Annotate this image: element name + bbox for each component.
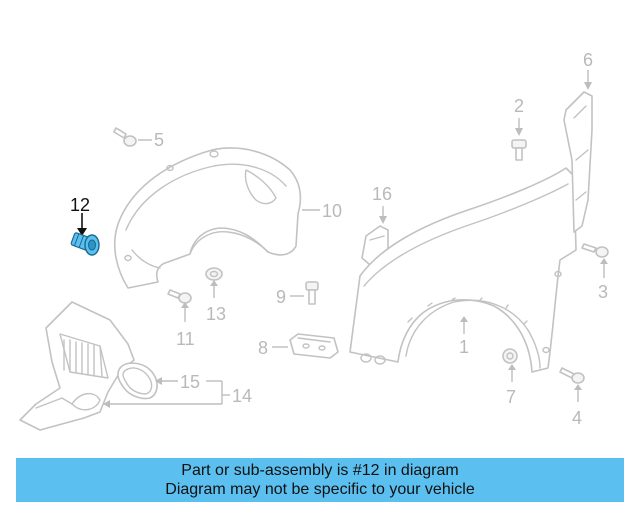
callout-13: 13 [206, 304, 226, 324]
callout-15: 15 [180, 372, 200, 392]
callout-2: 2 [514, 96, 524, 116]
part-5-screw[interactable] [113, 127, 137, 147]
callout-11: 11 [176, 329, 195, 349]
part-3-screw[interactable] [581, 243, 609, 258]
callout-4: 4 [572, 408, 582, 428]
part-9-bolt[interactable] [305, 281, 319, 305]
part-13-nut[interactable] [205, 267, 223, 281]
callout-3: 3 [598, 282, 608, 302]
part-4-screw[interactable] [559, 367, 585, 384]
part-14-lower-shield[interactable] [19, 301, 135, 431]
callout-12: 12 [70, 195, 90, 215]
info-banner: Part or sub-assembly is #12 in diagram D… [16, 458, 624, 502]
callout-10: 10 [322, 201, 342, 221]
part-1-fender[interactable] [349, 167, 577, 373]
part-11-screw[interactable] [167, 289, 192, 304]
callout-9: 9 [276, 287, 286, 307]
callout-14: 14 [232, 386, 252, 406]
banner-line-1: Part or sub-assembly is #12 in diagram [181, 462, 459, 479]
part-10-wheelhouse-liner[interactable] [114, 147, 302, 289]
callout-5: 5 [154, 130, 164, 150]
callout-16: 16 [372, 184, 392, 204]
callout-8: 8 [258, 338, 268, 358]
part-15-seal[interactable] [117, 362, 158, 400]
parts-diagram: 12 5 10 13 11 9 [19, 50, 609, 431]
part-8-bracket[interactable] [289, 333, 339, 359]
part-12-clip[interactable] [70, 213, 100, 256]
callout-6: 6 [583, 50, 593, 70]
part-2-bolt[interactable] [511, 139, 527, 161]
callout-1: 1 [459, 337, 469, 357]
part-6-bracket[interactable] [563, 91, 593, 233]
banner-line-2: Diagram may not be specific to your vehi… [165, 481, 475, 498]
callout-7: 7 [506, 387, 516, 407]
part-7-nut[interactable] [502, 348, 518, 364]
